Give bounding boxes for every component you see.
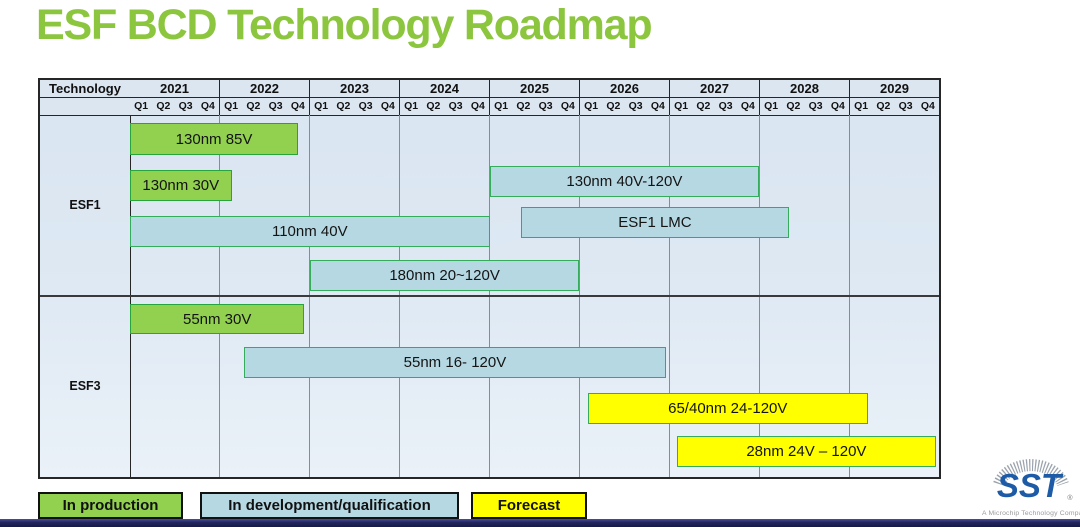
year-header: 2023 [310,80,400,97]
quarter-label: Q4 [650,100,665,112]
gantt-bar: 55nm 16- 120V [244,347,666,378]
gantt-bar: 28nm 24V – 120V [676,436,937,467]
quarter-label: Q2 [516,100,531,112]
header-divider-line [40,97,939,98]
quarter-label: Q1 [404,100,419,112]
year-header: 2026 [580,80,670,97]
quarter-group: Q1 Q2 Q3 Q4 [670,97,760,115]
quarter-label: Q2 [156,100,171,112]
microchip-tagline: A Microchip Technology Company [982,510,1080,517]
quarters-row: Q1 Q2 Q3 Q4 Q1 Q2 Q3 Q4 Q1 Q2 Q3 Q4 Q1 Q2 Q3 Q4 Q1 Q2 Q3 Q4… [130,97,939,115]
sst-logo-graphic: SST ® [993,459,1073,504]
legend-development: In development/qualification [200,492,459,519]
quarter-label: Q2 [336,100,351,112]
quarter-label: Q2 [246,100,261,112]
year-header: 2024 [400,80,490,97]
logo-brand-text: SST [997,467,1064,504]
quarter-group: Q1 Q2 Q3 Q4 [490,97,580,115]
registered-mark: ® [1067,494,1073,502]
gantt-bar: 130nm 30V [130,170,232,201]
section-divider-line [40,295,939,297]
quarter-label: Q2 [696,100,711,112]
year-header: 2021 [130,80,220,97]
gantt-bar: 55nm 30V [130,304,305,334]
gantt-bar: 180nm 20~120V [309,260,580,291]
quarter-group: Q1 Q2 Q3 Q4 [220,97,310,115]
quarter-label: Q2 [606,100,621,112]
gantt-bar: 130nm 40V-120V [489,166,760,197]
technology-column-header-spacer [40,97,131,115]
quarter-label: Q3 [178,100,193,112]
gantt-bar: 65/40nm 24-120V [587,393,868,424]
quarter-label: Q4 [380,100,395,112]
quarter-label: Q1 [134,100,149,112]
quarter-label: Q3 [358,100,373,112]
logo-hatched-arc [993,459,1069,487]
quarter-label: Q3 [448,100,463,112]
quarter-label: Q1 [494,100,509,112]
year-header: 2022 [220,80,310,97]
quarter-label: Q3 [718,100,733,112]
quarter-label: Q2 [426,100,441,112]
quarter-label: Q2 [876,100,891,112]
quarter-group: Q1 Q2 Q3 Q4 [400,97,490,115]
quarter-label: Q4 [920,100,935,112]
quarter-label: Q1 [584,100,599,112]
quarter-label: Q1 [764,100,779,112]
quarter-group: Q1 Q2 Q3 Q4 [130,97,220,115]
year-header: 2027 [670,80,760,97]
quarter-label: Q4 [560,100,575,112]
quarter-group: Q1 Q2 Q3 Q4 [580,97,670,115]
quarter-label: Q3 [268,100,283,112]
quarter-group: Q1 Q2 Q3 Q4 [850,97,939,115]
gantt-bar: 110nm 40V [130,216,490,247]
quarter-label: Q4 [290,100,305,112]
quarter-label: Q4 [470,100,485,112]
legend: In production In development/qualificatio… [0,492,1080,519]
quarter-label: Q3 [538,100,553,112]
year-header: 2025 [490,80,580,97]
legend-production: In production [38,492,183,519]
quarter-label: Q1 [224,100,239,112]
year-header: 2029 [880,81,909,96]
quarter-label: Q4 [200,100,215,112]
quarter-label: Q1 [854,100,869,112]
technology-column-header: Technology [40,80,131,97]
gantt-bar: 130nm 85V [130,123,299,155]
bottom-edge-strip [0,519,1080,527]
quarter-label: Q2 [786,100,801,112]
year-header: 2028 [760,80,850,97]
quarter-label: Q1 [314,100,329,112]
gantt-bar: ESF1 LMC [521,207,789,238]
quarter-label: Q1 [674,100,689,112]
quarter-label: Q4 [830,100,845,112]
quarter-label: Q3 [628,100,643,112]
quarter-label: Q4 [740,100,755,112]
quarter-group: Q1 Q2 Q3 Q4 [310,97,400,115]
quarter-group: Q1 Q2 Q3 Q4 [760,97,850,115]
page-title: ESF BCD Technology Roadmap [36,1,653,49]
section-label-esf1: ESF1 [69,198,101,212]
section-label-esf3: ESF3 [69,379,101,393]
quarter-label: Q3 [898,100,913,112]
sst-logo: SST ® A Microchip Technology Company [982,452,1080,517]
legend-forecast: Forecast [471,492,587,519]
quarter-label: Q3 [808,100,823,112]
